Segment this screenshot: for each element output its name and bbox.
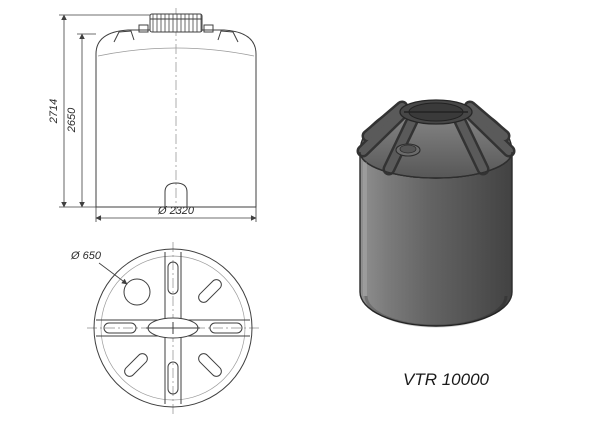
rib-end-left	[113, 30, 135, 43]
shoulder-seam	[97, 47, 255, 57]
leader-line-650	[98, 262, 128, 285]
rib-end-left-small	[138, 24, 149, 33]
slot-top	[167, 261, 179, 295]
front-elevation-view: 2714 2650 Ø 2320	[48, 8, 257, 222]
iso-rim-arc	[359, 151, 513, 179]
bottom-fitting	[164, 182, 188, 207]
dim-label-height-inner: 2650	[66, 107, 78, 133]
lid-cap	[149, 13, 203, 33]
plan-outer-circle	[93, 248, 253, 408]
plan-inner-circle	[100, 255, 246, 401]
plan-view: Ø 650	[70, 242, 259, 414]
dim-label-height-outer: 2714	[48, 99, 60, 124]
dim-label-manhole: Ø 650	[70, 250, 102, 262]
slot-sw	[124, 353, 148, 377]
tank-outline	[95, 29, 257, 208]
iso-bottom-lip	[364, 295, 508, 328]
slot-left	[103, 322, 137, 334]
rib-end-right-small	[203, 24, 214, 33]
iso-view	[356, 99, 516, 328]
dim-label-diameter: Ø 2320	[157, 205, 195, 217]
manhole-circle	[123, 278, 151, 306]
model-label: VTR 10000	[403, 370, 490, 389]
rib-end-right	[217, 30, 239, 43]
iso-fitting-inner	[399, 144, 417, 154]
slot-bottom	[167, 361, 179, 395]
slot-se	[198, 353, 222, 377]
slot-right	[209, 322, 243, 334]
slot-ne	[198, 279, 222, 303]
